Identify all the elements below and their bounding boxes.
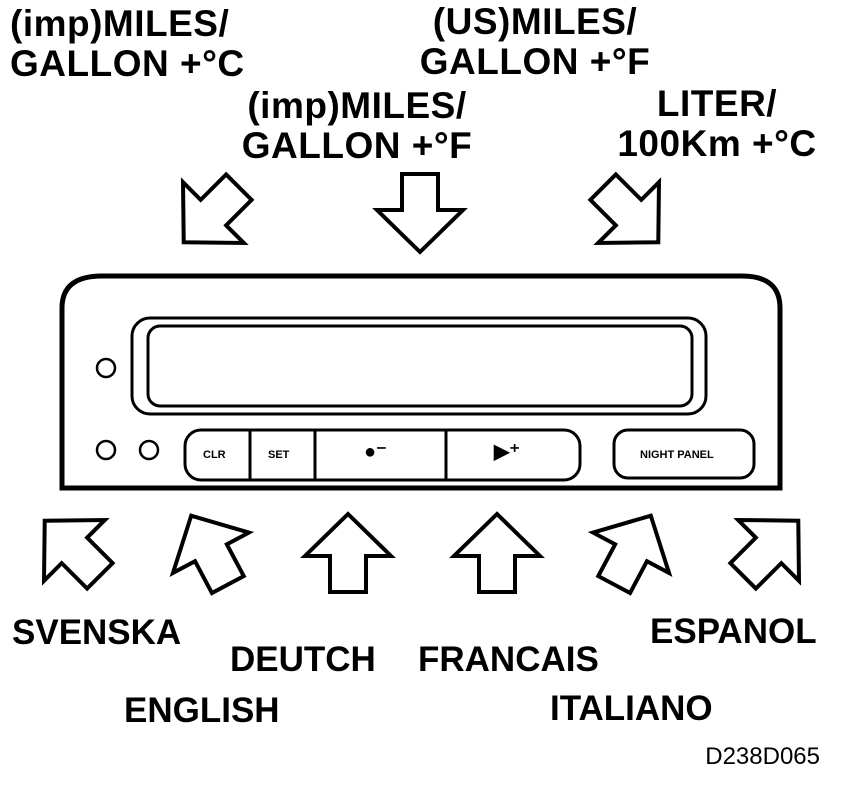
lang-francais: FRANCAIS [418, 640, 599, 679]
unit-imp-fahrenheit-line1: (imp)MILES/ [247, 85, 467, 126]
unit-us-fahrenheit-line1: (US)MILES/ [432, 1, 638, 42]
unit-label-imp-celsius: (imp)MILES/ GALLON +°C [10, 4, 245, 84]
indicator-light-left [95, 439, 117, 461]
arrow-liter-celsius [573, 157, 689, 273]
unit-imp-celsius-line2: GALLON +°C [10, 43, 245, 84]
unit-label-liter-celsius: LITER/ 100Km +°C [606, 84, 828, 164]
unit-label-us-fahrenheit: (US)MILES/ GALLON +°F [410, 2, 660, 82]
arrow-italiano [576, 495, 689, 604]
indicator-light-top [95, 357, 117, 379]
set-button[interactable]: SET [268, 449, 290, 461]
plus-button[interactable]: ▶⁺ [494, 441, 520, 463]
unit-us-fahrenheit-line2: GALLON +°F [419, 41, 651, 82]
night-panel-button[interactable]: NIGHT PANEL [640, 449, 714, 461]
clr-button[interactable]: CLR [203, 449, 226, 461]
arrow-svenska [14, 490, 130, 606]
arrow-deutch [303, 512, 393, 594]
lang-deutch: DEUTCH [230, 640, 376, 679]
arrow-espanol [713, 490, 829, 606]
indicator-light-right [138, 439, 160, 461]
night-panel-frame [612, 428, 756, 480]
figure-code: D238D065 [705, 743, 820, 770]
unit-liter-celsius-line1: LITER/ [656, 83, 778, 124]
arrow-francais [452, 512, 542, 594]
unit-label-imp-fahrenheit: (imp)MILES/ GALLON +°F [232, 86, 482, 166]
arrow-imp-fahrenheit [375, 172, 465, 254]
unit-imp-fahrenheit-line2: GALLON +°F [241, 125, 473, 166]
unit-liter-celsius-line2: 100Km +°C [617, 123, 817, 164]
arrow-english [153, 495, 266, 604]
display-window-inner [146, 324, 694, 408]
lang-svenska: SVENSKA [12, 613, 182, 652]
button-strip [183, 428, 582, 482]
arrow-imp-celsius [153, 157, 269, 273]
minus-button[interactable]: ●⁻ [364, 441, 387, 463]
unit-imp-celsius-line1: (imp)MILES/ [10, 3, 230, 44]
lang-italiano: ITALIANO [550, 689, 713, 728]
lang-english: ENGLISH [124, 691, 280, 730]
lang-espanol: ESPANOL [650, 612, 817, 651]
